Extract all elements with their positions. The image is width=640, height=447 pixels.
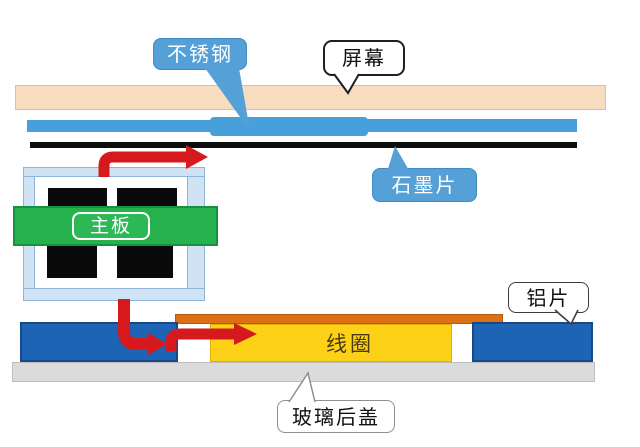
screen-layer: [15, 85, 606, 110]
mainboard-label-text: 主板: [89, 214, 132, 237]
coil-layer: 线圈: [210, 324, 452, 362]
graphite-sheet-callout-text: 石墨片: [391, 173, 458, 197]
glass-back-cover-layer: [12, 362, 595, 382]
mainboard-label: 主板: [72, 212, 150, 240]
coil-label-text: 线圈: [326, 332, 374, 356]
glass-back-cover-callout: 玻璃后盖: [277, 400, 395, 433]
mainboard-frame-bottom: [23, 288, 205, 301]
stainless-steel-callout: 不锈钢: [153, 38, 247, 70]
graphite-sheet-callout: 石墨片: [372, 168, 477, 202]
stainless-steel-callout-text: 不锈钢: [167, 42, 233, 66]
chip: [47, 245, 97, 278]
bottom-frame-bar-left: [20, 322, 178, 362]
aluminum-sheet-layer: [175, 314, 503, 324]
chip: [117, 245, 173, 278]
chip: [117, 188, 177, 208]
stainless-steel-layer-left: [27, 120, 212, 132]
screen-callout: 屏幕: [323, 40, 405, 76]
stainless-steel-layer-middle: [210, 117, 368, 136]
graphite-sheet-layer: [30, 142, 577, 148]
glass-back-cover-callout-text: 玻璃后盖: [292, 404, 380, 429]
aluminum-sheet-callout-text: 铝片: [526, 285, 571, 310]
mainboard-frame-top: [23, 167, 205, 177]
stainless-steel-layer-right: [366, 119, 577, 132]
chip: [48, 188, 107, 208]
bottom-frame-bar-right: [472, 322, 593, 362]
aluminum-sheet-callout: 铝片: [508, 282, 589, 313]
screen-callout-text: 屏幕: [342, 46, 386, 70]
